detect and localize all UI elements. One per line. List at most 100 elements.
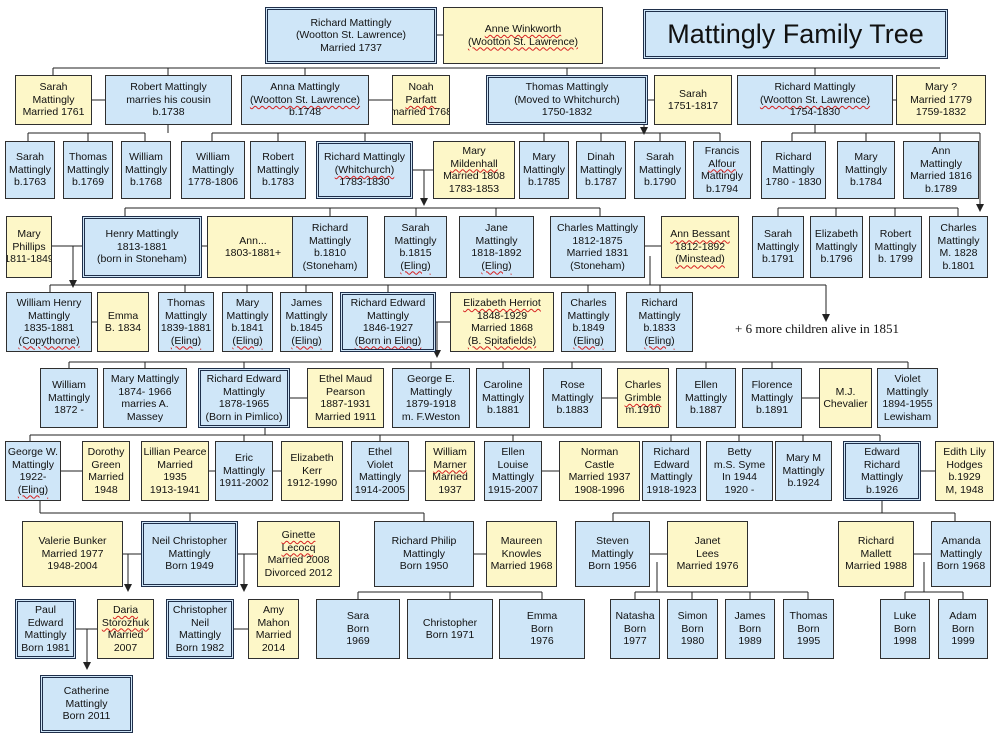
person-text-line: Paul: [34, 604, 56, 616]
person-text-line: Mattingly: [222, 464, 265, 477]
person-text-line: Richard Mattingly: [774, 81, 856, 94]
person-text-line: (Eling): [644, 334, 675, 347]
person-text-line: Sara: [346, 610, 370, 623]
person-text-line: Mary: [532, 151, 556, 164]
person-text-line: Mallett: [860, 547, 892, 560]
person-text-line: Kerr: [302, 464, 322, 477]
person-text-line: 1780 - 1830: [765, 176, 822, 189]
person-text-line: Parfatt: [405, 93, 437, 106]
person-text-line: Born: [951, 622, 975, 635]
person-text-line: Mattingly: [8, 163, 51, 176]
person-text-line: Mattingly: [66, 163, 109, 176]
person-text-line: 1913-1941: [149, 483, 201, 496]
person-text-line: 1922-: [19, 471, 47, 483]
person-text-line: (Born in Pimlico): [205, 410, 283, 423]
person-text-line: Dinah: [587, 151, 615, 164]
person-text-line: 1813-1881: [116, 240, 168, 253]
person-text-line: (Stoneham): [302, 259, 358, 272]
person-text-line: 1999: [951, 635, 975, 648]
person-text-line: Dorothy: [87, 446, 125, 458]
person-text-line: Born: [738, 622, 762, 635]
person-text-line: Natasha: [615, 610, 655, 623]
person-text-line: Eric: [234, 452, 254, 465]
person-text-line: Robert: [262, 151, 294, 164]
person-text-line: 2014: [261, 641, 286, 654]
person-text-line: (Moved to Whitchurch): [514, 93, 620, 106]
person-text-line: Married 2008: [267, 554, 330, 566]
person-text-line: Born 1950: [399, 560, 449, 573]
arrow-head: [240, 584, 248, 592]
person-text-line: Adam: [949, 610, 977, 623]
person-text-line: Mattingly: [32, 93, 75, 106]
person-text-line: Mattingly: [285, 309, 328, 322]
person-text-line: Married 1779: [910, 93, 972, 106]
person-text-line: (Wootton St. Lawrence): [295, 29, 407, 42]
person-text-line: (B. Spitafields): [467, 334, 537, 347]
person-text-line: Louise: [497, 458, 529, 471]
person-text-line: (Minstead): [675, 253, 725, 266]
person-text-line: Marner: [433, 458, 467, 471]
more-children-note: + 6 more children alive in 1851: [735, 321, 900, 336]
person-box-p1: Richard Mattingly(Wootton St. Lawrence)M…: [265, 7, 437, 64]
person-text-line: William: [52, 379, 86, 392]
person-text-line: Mattingly: [782, 464, 825, 477]
person-text-line: Mattingly: [409, 385, 452, 398]
person-text-line: Born 1956: [588, 560, 637, 573]
person-text-line: Charles: [940, 222, 977, 234]
person-text-line: Mattingly: [481, 391, 524, 404]
person-text-line: Mary Mattingly: [110, 373, 180, 385]
person-text-line: Mattingly: [939, 547, 982, 560]
person-text-line: (Stoneham): [570, 259, 625, 272]
person-text-line: Married 1816: [910, 170, 972, 182]
person-text-line: b.1841: [231, 322, 264, 334]
person-text-line: m. F.Weston: [401, 410, 461, 423]
arrow-head: [69, 280, 77, 288]
person-text-line: Green: [91, 458, 121, 471]
person-text-line: Mattingly: [11, 458, 54, 471]
person-text-line: Richard: [311, 222, 349, 234]
person-text-line: b.1796: [820, 253, 853, 266]
person-text-line: Mattingly: [491, 471, 534, 483]
person-text-line: 1989: [738, 635, 762, 648]
person-text-line: Mattingly: [638, 309, 681, 322]
person-text-line: (Wootton St. Lawrence): [759, 93, 871, 106]
person-text-line: Mattingly: [222, 385, 265, 398]
person-text-line: b.1845: [290, 322, 323, 334]
arrow-head: [124, 584, 132, 592]
arrow-head: [640, 127, 648, 135]
person-text-line: Born: [530, 622, 554, 635]
person-text-line: b.1783: [261, 176, 295, 189]
person-text-line: 1912-1990: [286, 477, 338, 490]
person-text-line: Amanda: [941, 535, 981, 548]
person-text-line: (Eling): [170, 334, 202, 347]
person-text-line: Mattingly: [308, 234, 351, 247]
person-text-line: Alfour: [708, 157, 736, 170]
person-text-line: b.1784: [849, 176, 883, 189]
person-text-line: marries his cousin: [126, 93, 211, 106]
